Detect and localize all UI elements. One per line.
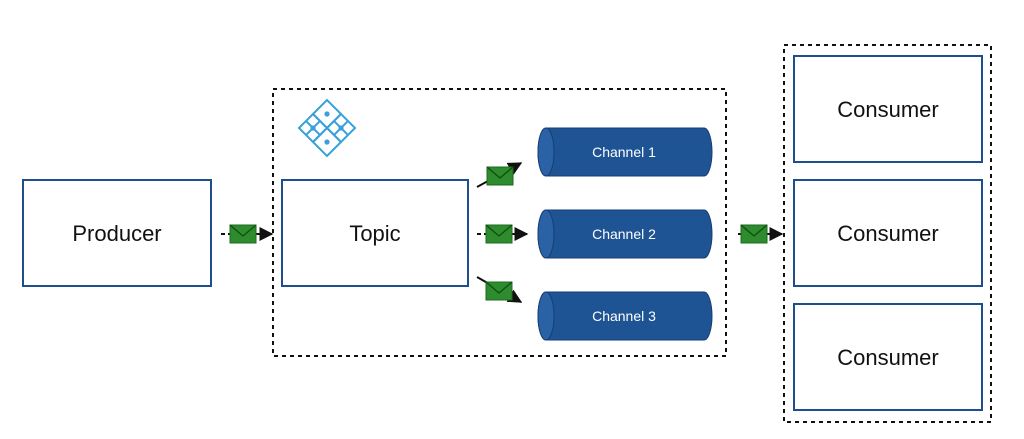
- consumer-1-label: Consumer: [837, 97, 938, 122]
- channel-3-label: Channel 3: [592, 308, 656, 324]
- consumer-group-container: [783, 44, 992, 423]
- consumer-box-2: [793, 179, 983, 287]
- envelope-icon: [485, 224, 513, 244]
- producer-box: [22, 179, 212, 287]
- consumer-box-1: [793, 55, 983, 163]
- producer-label: Producer: [72, 221, 161, 246]
- channel-1-label: Channel 1: [592, 144, 656, 160]
- channel-2-label: Channel 2: [592, 226, 656, 242]
- consumer-box-3: [793, 303, 983, 411]
- consumer-2-label: Consumer: [837, 221, 938, 246]
- envelope-icon: [485, 281, 513, 301]
- topic-box: [281, 179, 469, 287]
- channel-1: Channel 1: [537, 127, 713, 177]
- topic-label: Topic: [349, 221, 400, 246]
- envelope-icon: [740, 224, 768, 244]
- envelope-icon: [229, 224, 257, 244]
- nsq-topic-logo-icon: [297, 98, 357, 158]
- envelope-icon: [486, 166, 514, 186]
- channel-3: Channel 3: [537, 291, 713, 341]
- consumer-3-label: Consumer: [837, 345, 938, 370]
- topic-container: [272, 88, 727, 357]
- channel-2: Channel 2: [537, 209, 713, 259]
